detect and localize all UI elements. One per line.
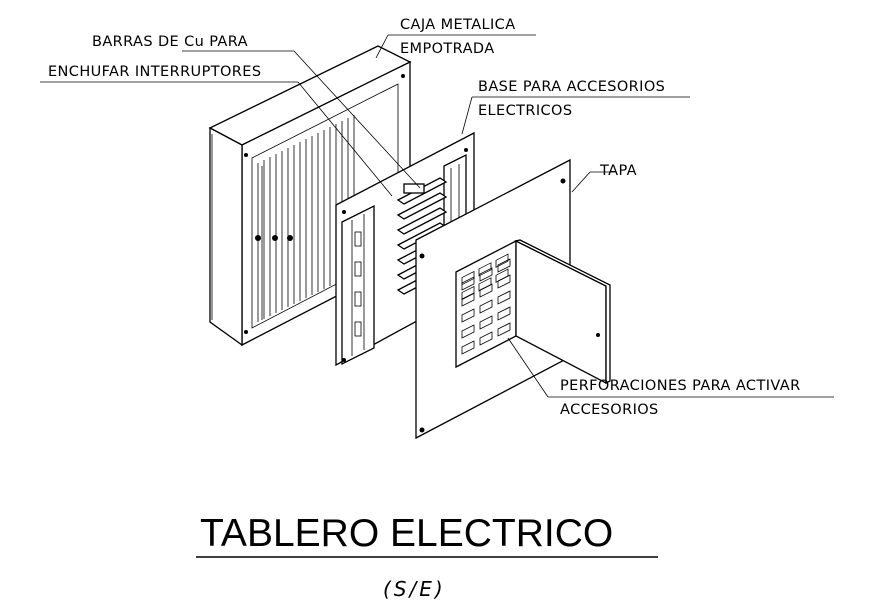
label-perforaciones-1: PERFORACIONES PARA ACTIVAR [560,378,801,394]
cover-tapa [415,158,611,440]
label-base-2: ELECTRICOS [478,103,572,119]
drawing-title: TABLERO ELECTRICO [200,512,613,555]
breaker-knockouts [461,258,511,355]
label-caja-1: CAJA METALICA [400,17,516,33]
scale-note: (S/E) [383,577,446,601]
open-door [514,239,611,385]
label-tapa: TAPA [599,163,637,179]
label-barras-1: BARRAS DE Cu PARA [92,34,248,50]
label-perforaciones-2: ACCESORIOS [560,402,659,418]
label-base-1: BASE PARA ACCESORIOS [478,79,665,95]
leader-lines [40,34,834,398]
label-caja-2: EMPOTRADA [400,41,495,57]
label-barras-2: ENCHUFAR INTERRUPTORES [48,64,261,80]
